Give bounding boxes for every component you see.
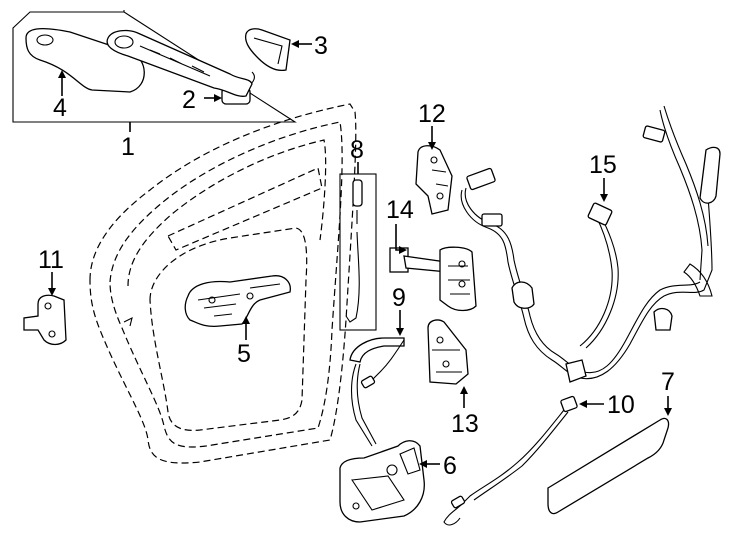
callout-11: 11 bbox=[38, 246, 64, 274]
callout-5: 5 bbox=[237, 340, 251, 368]
door-outline bbox=[89, 103, 357, 464]
inside-handle-part bbox=[184, 275, 291, 328]
callout-10: 10 bbox=[607, 391, 635, 419]
door-striker-part bbox=[23, 294, 67, 346]
handle-cover-part bbox=[25, 27, 145, 93]
release-cable-part bbox=[349, 337, 405, 447]
lower-hinge-part bbox=[427, 319, 469, 385]
callout-labels: 1 2 3 4 5 6 7 8 9 10 11 12 13 14 15 bbox=[38, 32, 675, 480]
callout-15: 15 bbox=[589, 151, 617, 179]
callout-4: 4 bbox=[53, 94, 67, 122]
callout-14: 14 bbox=[386, 196, 414, 224]
callout-7: 7 bbox=[661, 368, 675, 396]
callout-2: 2 bbox=[182, 86, 196, 114]
callout-8: 8 bbox=[350, 136, 364, 164]
upper-hinge-part bbox=[415, 145, 453, 215]
callout-12: 12 bbox=[418, 100, 446, 128]
handle-cap-part bbox=[244, 28, 291, 72]
callout-1: 1 bbox=[121, 133, 135, 161]
handle-base-part bbox=[106, 29, 253, 97]
door-check-part bbox=[389, 246, 477, 312]
callout-6: 6 bbox=[443, 452, 457, 480]
door-moulding-part bbox=[547, 417, 670, 515]
door-latch-part bbox=[339, 440, 425, 523]
wire-harness-part bbox=[460, 105, 721, 383]
lock-rod-part bbox=[339, 173, 377, 331]
callout-3: 3 bbox=[314, 32, 328, 60]
callout-9: 9 bbox=[392, 284, 406, 312]
lock-cable-part bbox=[443, 395, 578, 526]
callout-13: 13 bbox=[451, 410, 479, 438]
callout-leaders bbox=[48, 40, 672, 468]
